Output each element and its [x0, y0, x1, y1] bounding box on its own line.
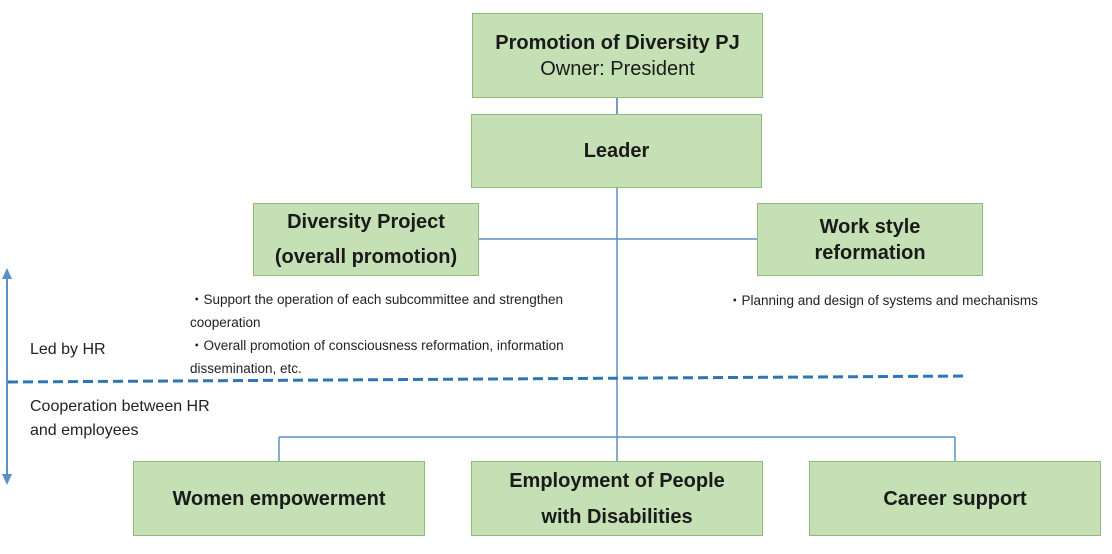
cooperation-line2: and employees [30, 422, 139, 439]
women-empowerment-label: Women empowerment [172, 487, 386, 510]
note-right-item-1: ・Planning and design of systems and mech… [728, 293, 1038, 308]
work-style-line1: Work style [819, 215, 921, 238]
leader-box: Leader [471, 114, 762, 188]
led-by-hr-label: Led by HR [30, 341, 106, 358]
career-support-box: Career support [809, 461, 1101, 536]
diversity-notes: ・Support the operation of each subcommit… [190, 288, 630, 380]
cooperation-line1: Cooperation between HR [30, 398, 210, 415]
work-style-box: Work style reformation [757, 203, 983, 276]
cooperation-label: Cooperation between HR and employees [30, 395, 210, 443]
work-style-line2: reformation [814, 241, 926, 264]
leader-label: Leader [583, 140, 650, 162]
note-item-1b: cooperation [190, 315, 261, 330]
diversity-project-line2: (overall promotion) [274, 245, 458, 268]
note-item-1a: ・Support the operation of each subcommit… [190, 292, 563, 307]
note-item-2b: dissemination, etc. [190, 361, 302, 376]
arrow-down-head [2, 474, 12, 485]
disabilities-line1: Employment of People [509, 469, 725, 492]
workstyle-notes: ・Planning and design of systems and mech… [728, 289, 1088, 312]
diversity-project-line1: Diversity Project [287, 210, 445, 233]
career-support-label: Career support [883, 487, 1027, 510]
women-empowerment-box: Women empowerment [133, 461, 425, 536]
disabilities-box: Employment of People with Disabilities [471, 461, 763, 536]
arrow-up-head [2, 268, 12, 279]
note-item-2a: ・Overall promotion of consciousness refo… [190, 338, 564, 353]
owner-label: Owner: President [540, 57, 695, 80]
promotion-pj-title: Promotion of Diversity PJ [495, 31, 740, 54]
hr-divider-dashed-line [7, 374, 969, 384]
promotion-pj-box: Promotion of Diversity PJ Owner: Preside… [472, 13, 763, 98]
diversity-project-box: Diversity Project (overall promotion) [253, 203, 479, 276]
disabilities-line2: with Disabilities [541, 505, 693, 528]
